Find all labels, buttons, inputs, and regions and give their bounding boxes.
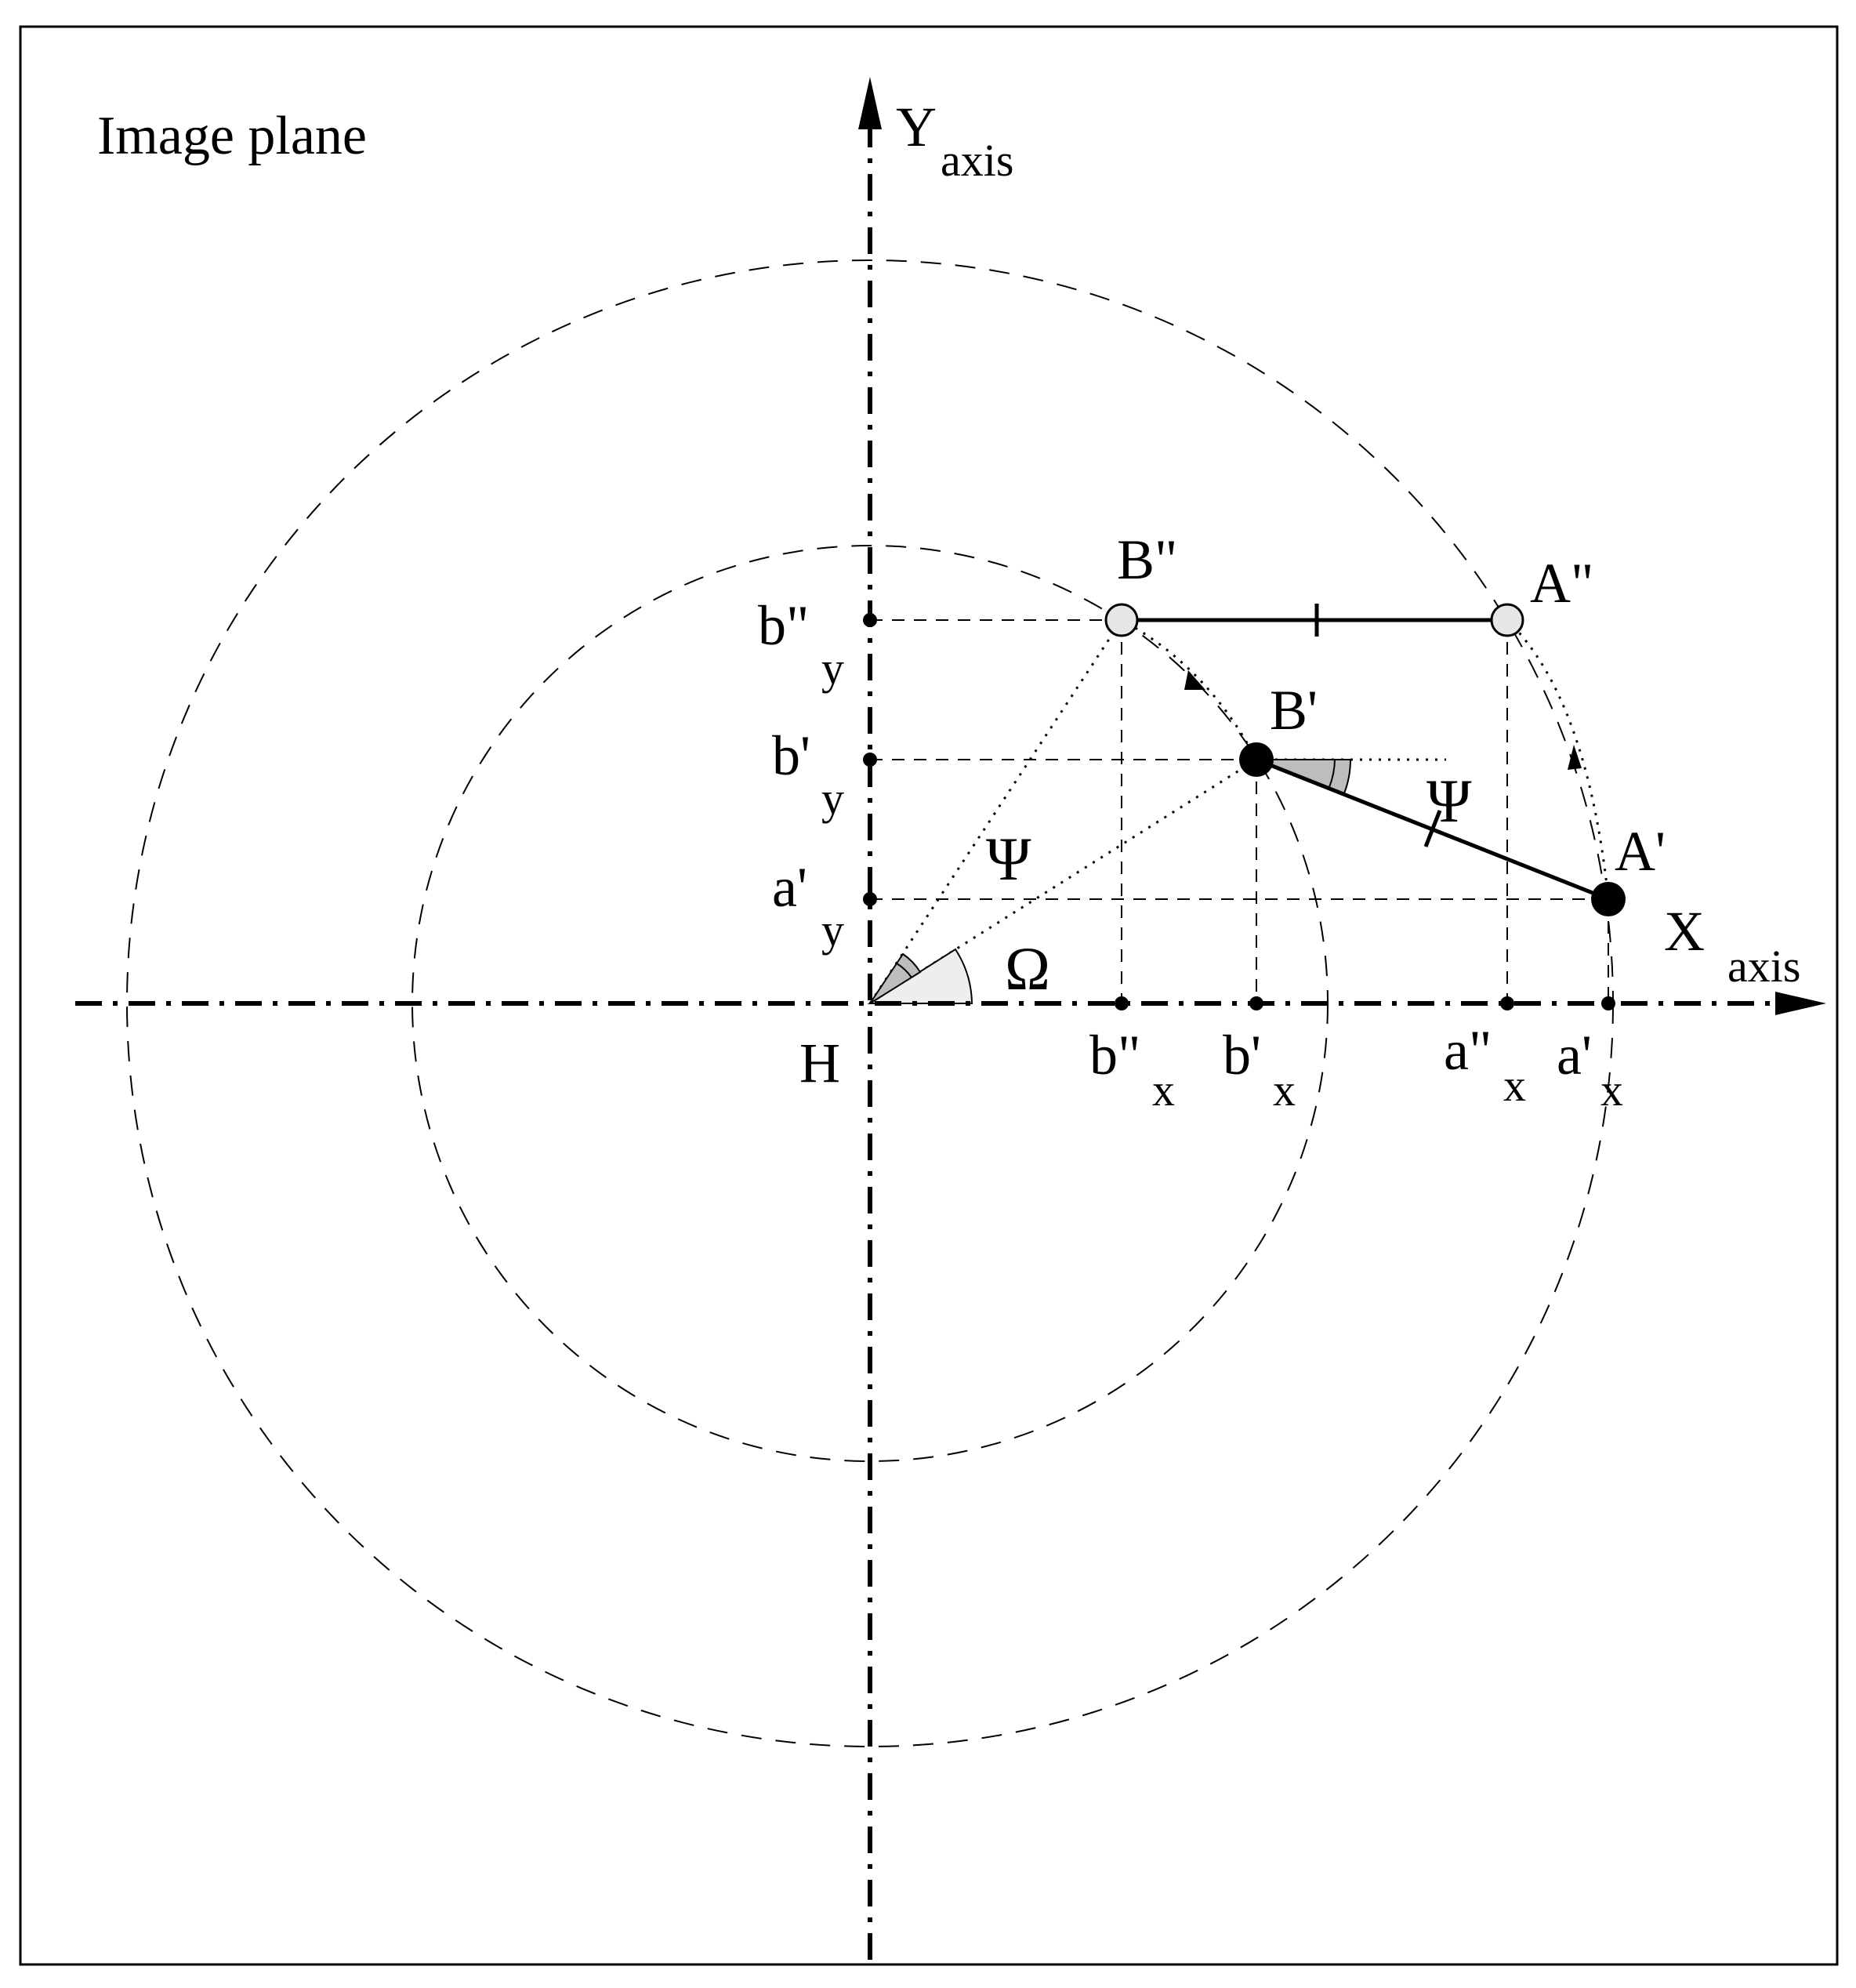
psi-label-origin: Ψ xyxy=(986,825,1031,893)
x-tick-label-b2: b" xyxy=(1089,1024,1140,1087)
x-tick-label-b1: b' xyxy=(1223,1024,1261,1087)
point-b1-label: B' xyxy=(1270,679,1318,742)
projection-lines xyxy=(870,619,1609,1003)
y-axis-label-sub: axis xyxy=(941,135,1013,186)
x-tick-label-b2-sub: x xyxy=(1152,1065,1175,1116)
y-tick-label-b2: b" xyxy=(758,594,809,657)
psi-angle-arc-origin xyxy=(896,963,912,978)
image-plane-frame xyxy=(19,25,1839,1966)
point-b2 xyxy=(1104,603,1139,637)
y-tick-label-b1-sub: y xyxy=(821,773,844,824)
x-tick-label-b1-sub: x xyxy=(1273,1065,1296,1116)
rotation-arrow-b xyxy=(1184,670,1205,690)
origin-label: H xyxy=(799,1032,840,1094)
y-axis-label: Y xyxy=(896,96,937,158)
y-tick-label-b2-sub: y xyxy=(821,643,844,694)
axis-tick-dots xyxy=(863,613,1615,1010)
psi-angle-wedge-origin xyxy=(869,952,922,1004)
x-tick-label-a2-sub: x xyxy=(1503,1060,1526,1111)
x-axis-arrow-icon xyxy=(1775,992,1826,1015)
x-axis-label: X xyxy=(1664,900,1705,963)
y-tick-label-a1-sub: y xyxy=(821,905,844,956)
image-plane-title: Image plane xyxy=(97,106,367,166)
y-axis xyxy=(858,77,882,1960)
point-a1 xyxy=(1591,882,1626,916)
rotation-arrow-a xyxy=(1568,745,1582,770)
point-b2-label: B" xyxy=(1117,528,1177,591)
x-tick-label-a1: a' xyxy=(1557,1024,1592,1087)
omega-angle-wedge xyxy=(867,948,973,1004)
point-b1 xyxy=(1239,742,1274,777)
y-tick-label-b1: b' xyxy=(772,724,810,787)
psi-angle-arc-b xyxy=(1329,759,1336,788)
x-axis-label-sub: axis xyxy=(1727,941,1800,992)
x-tick-label-a2: a" xyxy=(1444,1019,1492,1082)
y-tick-label-a1: a' xyxy=(772,856,807,919)
point-a1-label: A' xyxy=(1615,820,1666,883)
omega-label: Ω xyxy=(1005,934,1050,1003)
x-tick-label-a1-sub: x xyxy=(1600,1065,1623,1116)
construction-dotted-lines xyxy=(868,619,1610,1005)
y-axis-arrow-icon xyxy=(858,77,882,129)
point-a2-label: A" xyxy=(1530,552,1593,615)
point-a2 xyxy=(1490,603,1524,637)
psi-label-b: Ψ xyxy=(1426,767,1472,835)
segment-tick-a1-b1 xyxy=(1423,810,1442,847)
x-axis xyxy=(75,992,1826,1015)
